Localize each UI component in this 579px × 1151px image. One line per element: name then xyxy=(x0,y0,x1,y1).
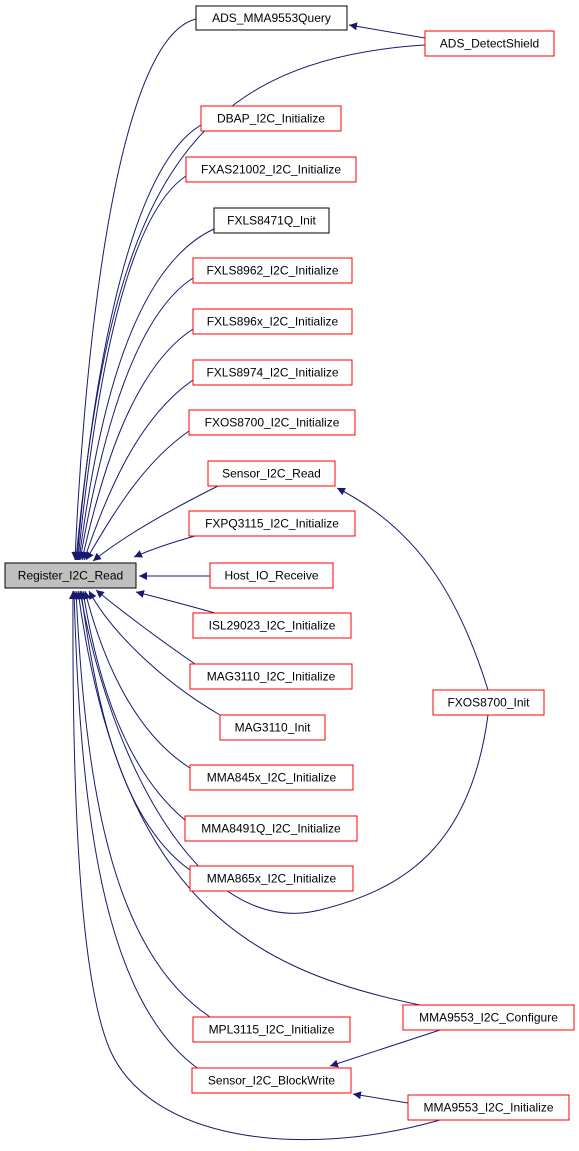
node-label: MMA845x_I2C_Initialize xyxy=(207,771,337,785)
edge-isl29023-i2c-initialize-to-register-i2c-read xyxy=(135,590,216,614)
node-fxpq3115-i2c-initialize[interactable]: FXPQ3115_I2C_Initialize xyxy=(188,510,356,537)
node-box xyxy=(184,815,358,842)
edge-fxls8471q-init-to-register-i2c-read xyxy=(76,228,215,561)
node-mma9553-i2c-initialize[interactable]: MMA9553_I2C_Initialize xyxy=(407,1094,570,1121)
node-fxls8962-i2c-initialize[interactable]: FXLS8962_I2C_Initialize xyxy=(192,257,353,284)
node-label: FXLS8471Q_Init xyxy=(227,214,316,228)
edge-fxas21002-i2c-initialize-to-register-i2c-read xyxy=(74,175,187,561)
node-box xyxy=(191,1067,352,1094)
edge-mpl3115-i2c-initialize-to-register-i2c-read xyxy=(72,590,211,1018)
node-isl29023-i2c-initialize[interactable]: ISL29023_I2C_Initialize xyxy=(192,612,352,639)
node-label: FXOS8700_Init xyxy=(447,696,530,710)
edge-mma8491q-i2c-initialize-to-register-i2c-read xyxy=(80,590,186,821)
edge-mma9553-i2c-initialize-to-sensor-i2c-blockwrite xyxy=(352,1091,409,1104)
node-label: Register_I2C_Read xyxy=(18,569,123,583)
node-mma8491q-i2c-initialize[interactable]: MMA8491Q_I2C_Initialize xyxy=(184,815,358,842)
edge-mma9553-i2c-configure-to-register-i2c-read xyxy=(75,590,421,1006)
node-label: FXLS8974_I2C_Initialize xyxy=(206,366,338,380)
edge-sensor-i2c-blockwrite-to-register-i2c-read xyxy=(70,590,201,1071)
node-box xyxy=(192,359,353,386)
node-label: MMA8491Q_I2C_Initialize xyxy=(201,822,341,836)
node-box xyxy=(192,308,353,335)
node-box xyxy=(424,30,555,57)
edge-fxos8700-init-to-register-i2c-read xyxy=(77,590,489,914)
edge-fxls896x-i2c-initialize-to-register-i2c-read xyxy=(79,328,194,561)
edge-ads-mma9553query-to-register-i2c-read xyxy=(71,18,197,561)
node-label: MAG3110_I2C_Initialize xyxy=(207,670,336,684)
node-label: ADS_DetectShield xyxy=(440,37,539,51)
node-mag3110-i2c-initialize[interactable]: MAG3110_I2C_Initialize xyxy=(189,663,353,690)
node-box xyxy=(189,865,354,892)
node-box xyxy=(432,689,545,716)
node-fxas21002-i2c-initialize[interactable]: FXAS21002_I2C_Initialize xyxy=(185,156,357,183)
node-label: FXOS8700_I2C_Initialize xyxy=(205,416,340,430)
node-label: FXAS21002_I2C_Initialize xyxy=(201,163,341,177)
node-sensor-i2c-read[interactable]: Sensor_I2C_Read xyxy=(207,460,336,487)
node-host-io-receive[interactable]: Host_IO_Receive xyxy=(209,562,334,589)
node-label: Sensor_I2C_BlockWrite xyxy=(208,1074,335,1088)
node-label: FXPQ3115_I2C_Initialize xyxy=(205,517,339,531)
node-label: Host_IO_Receive xyxy=(224,569,318,583)
edge-fxls8974-i2c-initialize-to-register-i2c-read xyxy=(82,379,194,561)
edge-ads-detectshield-to-ads-mma9553query xyxy=(348,22,426,39)
edge-fxls8962-i2c-initialize-to-register-i2c-read xyxy=(77,277,194,561)
node-mag3110-init[interactable]: MAG3110_Init xyxy=(219,714,326,741)
node-mma9553-i2c-configure[interactable]: MMA9553_I2C_Configure xyxy=(402,1004,575,1031)
node-box xyxy=(213,207,330,234)
edge-dbap-i2c-initialize-to-register-i2c-read xyxy=(73,124,202,561)
node-box xyxy=(207,460,336,487)
node-box xyxy=(195,5,348,31)
node-box xyxy=(209,562,334,589)
edges-layer xyxy=(68,18,489,1141)
node-label: MAG3110_Init xyxy=(235,721,311,735)
node-fxos8700-i2c-initialize[interactable]: FXOS8700_I2C_Initialize xyxy=(188,409,356,436)
node-fxls8974-i2c-initialize[interactable]: FXLS8974_I2C_Initialize xyxy=(192,359,353,386)
node-box xyxy=(189,663,353,690)
edge-mma845x-i2c-initialize-to-register-i2c-read xyxy=(83,590,191,769)
edge-sensor-i2c-read-to-register-i2c-read xyxy=(92,485,219,562)
node-ads-mma9553query[interactable]: ADS_MMA9553Query xyxy=(195,5,348,31)
node-register-i2c-read: Register_I2C_Read xyxy=(4,562,137,589)
node-box xyxy=(192,1016,351,1043)
node-box xyxy=(219,714,326,741)
edge-mag3110-init-to-register-i2c-read xyxy=(88,590,221,716)
node-dbap-i2c-initialize[interactable]: DBAP_I2C_Initialize xyxy=(200,105,342,132)
node-ads-detectshield[interactable]: ADS_DetectShield xyxy=(424,30,555,57)
node-box xyxy=(188,409,356,436)
edge-fxpq3115-i2c-initialize-to-register-i2c-read xyxy=(133,535,196,558)
edge-mma9553-i2c-initialize-to-register-i2c-read xyxy=(68,590,441,1141)
node-mpl3115-i2c-initialize[interactable]: MPL3115_I2C_Initialize xyxy=(192,1016,351,1043)
node-fxls8471q-init[interactable]: FXLS8471Q_Init xyxy=(213,207,330,234)
edge-fxos8700-init-to-sensor-i2c-read xyxy=(336,487,489,691)
node-box xyxy=(407,1094,570,1121)
node-label: DBAP_I2C_Initialize xyxy=(217,112,325,126)
node-box xyxy=(200,105,342,132)
node-box xyxy=(189,764,354,791)
node-box xyxy=(188,510,356,537)
node-fxls896x-i2c-initialize[interactable]: FXLS896x_I2C_Initialize xyxy=(192,308,353,335)
node-box xyxy=(192,257,353,284)
edge-fxos8700-i2c-initialize-to-register-i2c-read xyxy=(85,430,190,561)
node-box xyxy=(185,156,357,183)
edge-mma9553-i2c-configure-to-sensor-i2c-blockwrite xyxy=(329,1029,441,1068)
node-mma845x-i2c-initialize[interactable]: MMA845x_I2C_Initialize xyxy=(189,764,354,791)
nodes-layer: Register_I2C_Read ADS_MMA9553QueryADS_Det… xyxy=(4,5,575,1121)
node-mma865x-i2c-initialize[interactable]: MMA865x_I2C_Initialize xyxy=(189,865,354,892)
edge-mag3110-i2c-initialize-to-register-i2c-read xyxy=(95,589,196,665)
node-label: MMA9553_I2C_Configure xyxy=(419,1011,558,1025)
node-label: ISL29023_I2C_Initialize xyxy=(209,619,336,633)
node-label: Sensor_I2C_Read xyxy=(222,467,321,481)
node-label: MPL3115_I2C_Initialize xyxy=(209,1023,335,1037)
node-box xyxy=(4,562,137,589)
node-fxos8700-init[interactable]: FXOS8700_Init xyxy=(432,689,545,716)
node-box xyxy=(402,1004,575,1031)
node-sensor-i2c-blockwrite[interactable]: Sensor_I2C_BlockWrite xyxy=(191,1067,352,1094)
node-label: MMA865x_I2C_Initialize xyxy=(207,872,337,886)
node-box xyxy=(192,612,352,639)
node-label: ADS_MMA9553Query xyxy=(212,11,331,25)
node-label: FXLS8962_I2C_Initialize xyxy=(206,264,338,278)
node-label: MMA9553_I2C_Initialize xyxy=(423,1101,553,1115)
node-label: FXLS896x_I2C_Initialize xyxy=(207,315,339,329)
